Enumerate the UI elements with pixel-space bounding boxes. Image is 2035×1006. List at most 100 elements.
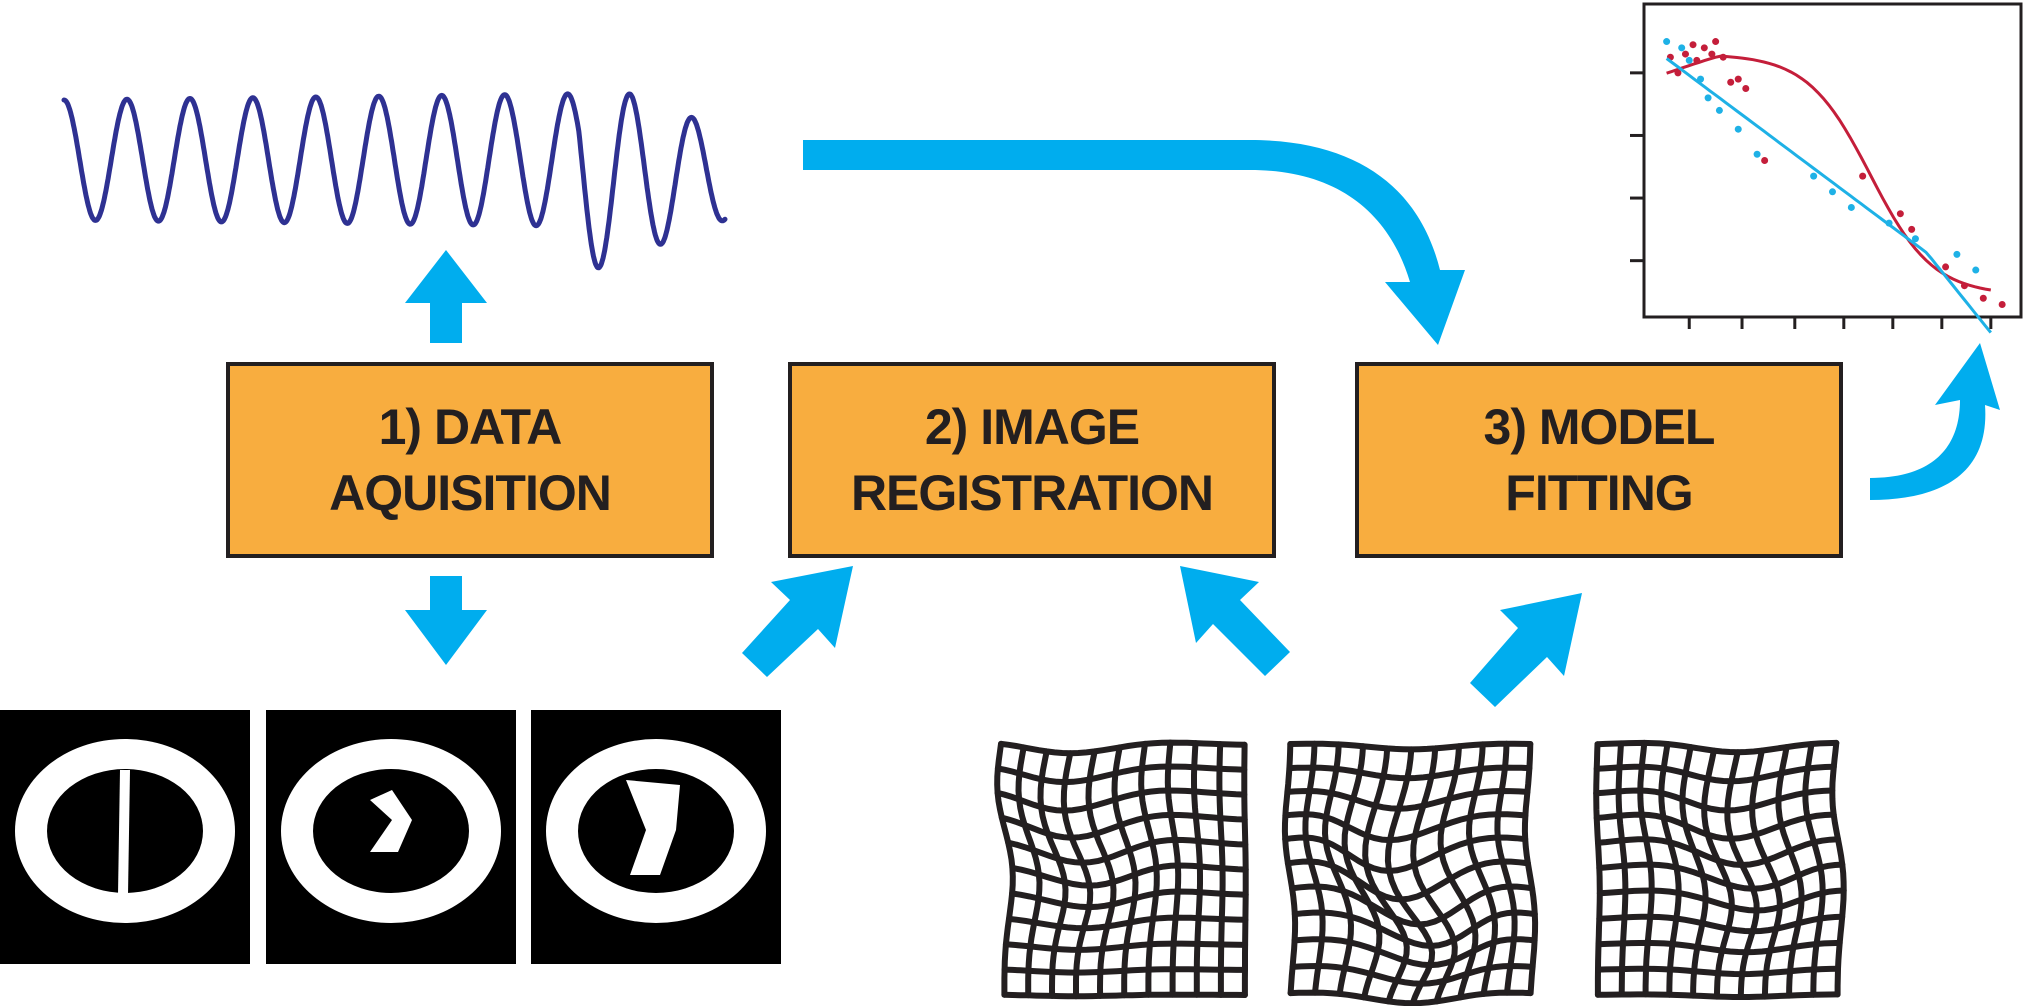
data-point: [1972, 266, 1980, 274]
step-label-line1: 1) DATA: [378, 399, 563, 455]
mri-slice-2: [266, 710, 516, 964]
mri-slice-icon: [0, 710, 781, 964]
data-point: [1674, 69, 1682, 77]
arrow-mri-to-registration-icon: [742, 566, 853, 677]
plot-x-ticks: [1687, 317, 1993, 329]
data-point: [1715, 106, 1723, 114]
data-point: [1942, 263, 1950, 271]
mri-slice-1: [0, 710, 250, 964]
mri-slice-3: [531, 710, 781, 964]
data-point: [1979, 294, 1987, 302]
data-point: [1712, 38, 1720, 46]
arrow-icon: [405, 140, 2000, 707]
data-point: [1761, 157, 1769, 164]
grid-line: [1593, 811, 1837, 842]
grid-line: [1284, 787, 1531, 812]
arrow-up-to-signal-icon: [405, 250, 487, 343]
arrow-fitting-to-chart-icon: [1870, 343, 2000, 500]
grid-line: [1593, 787, 1836, 814]
data-point: [1681, 50, 1689, 58]
waveform-signal-icon: [61, 91, 728, 271]
step-label-line2: REGISTRATION: [850, 465, 1214, 521]
grid-line: [1001, 966, 1248, 976]
data-point: [1719, 53, 1727, 61]
grid-line: [1289, 883, 1536, 928]
grid-line: [1291, 936, 1538, 969]
data-point: [1734, 75, 1742, 83]
deformation-grid-1: [994, 739, 1249, 1000]
grid-line: [1749, 747, 1783, 1000]
data-point: [1742, 85, 1750, 93]
grid-line: [1006, 914, 1249, 932]
data-point: [1908, 225, 1916, 233]
grid-line: [1138, 740, 1160, 998]
grid-line: [1521, 741, 1539, 997]
grid-line: [1596, 913, 1846, 935]
data-point: [1960, 282, 1968, 290]
data-point: [1885, 219, 1893, 227]
step-label-data-acquisition: 1) DATA AQUISITION: [329, 394, 612, 526]
grid-line: [1284, 858, 1531, 903]
grid-line: [1241, 741, 1249, 998]
grid-line: [1594, 991, 1841, 1000]
data-point: [1700, 44, 1708, 52]
grid-line: [1287, 989, 1534, 1006]
data-point: [1708, 50, 1716, 58]
grid-line: [1002, 940, 1249, 953]
grid-line: [1302, 740, 1326, 996]
step-label-image-registration: 2) IMAGE REGISTRATION: [850, 394, 1214, 526]
grid-line: [1410, 745, 1458, 1005]
deformation-grid-icon: [994, 739, 1847, 1006]
grid-line: [1494, 740, 1518, 996]
series-2: [1663, 38, 1992, 334]
deformation-grid-2: [1281, 740, 1539, 1006]
data-point: [1953, 250, 1961, 258]
grid-line: [994, 763, 1248, 786]
step-label-model-fitting: 3) MODEL FITTING: [1483, 394, 1716, 526]
grid-line: [1829, 739, 1847, 998]
data-point: [1697, 75, 1705, 83]
grid-line: [1594, 739, 1840, 756]
step-label-line2: AQUISITION: [329, 465, 612, 521]
grid-line: [1595, 939, 1843, 956]
fit-curve: [1665, 57, 1992, 334]
data-point: [1998, 300, 2006, 308]
grid-line: [1291, 909, 1538, 950]
data-point: [1859, 172, 1867, 180]
grid-line: [1437, 743, 1479, 1001]
grid-line: [1001, 991, 1248, 1000]
plot-frame: [1642, 2, 2023, 319]
data-point: [1704, 94, 1712, 102]
grid-line: [998, 739, 1248, 757]
step-box-model-fitting: 3) MODEL FITTING: [1355, 362, 1843, 558]
arrow-grid-to-registration-icon: [1180, 566, 1290, 676]
data-point: [1663, 38, 1671, 46]
grid-line: [1465, 741, 1499, 997]
data-point: [1689, 41, 1697, 49]
grid-line: [1802, 741, 1826, 998]
step-label-line1: 3) MODEL: [1483, 399, 1716, 455]
grid-line: [1009, 862, 1249, 889]
plot-series: [1663, 38, 2006, 334]
grid-line: [1593, 763, 1837, 785]
grid-line: [1085, 748, 1117, 999]
data-point: [1847, 203, 1855, 211]
step-box-data-acquisition: 1) DATA AQUISITION: [226, 362, 714, 558]
step-label-line2: FITTING: [1505, 465, 1693, 521]
deformation-grid-3: [1593, 739, 1847, 1000]
grid-line: [1282, 834, 1529, 875]
grid-line: [1595, 965, 1841, 978]
grid-line: [1164, 739, 1182, 998]
grid-line: [1596, 861, 1846, 892]
data-point: [1727, 78, 1735, 86]
grid-line: [1111, 744, 1139, 999]
grid-line: [1191, 740, 1203, 998]
data-point: [1734, 125, 1742, 133]
arrow-grid-to-fitting-icon: [1470, 593, 1582, 707]
arrow-down-to-mri-icon: [405, 576, 487, 665]
series-1: [1666, 38, 2006, 308]
fitted-curve-plot-icon: [1630, 2, 2023, 334]
data-point: [1685, 56, 1693, 64]
grid-line: [1724, 749, 1760, 1000]
